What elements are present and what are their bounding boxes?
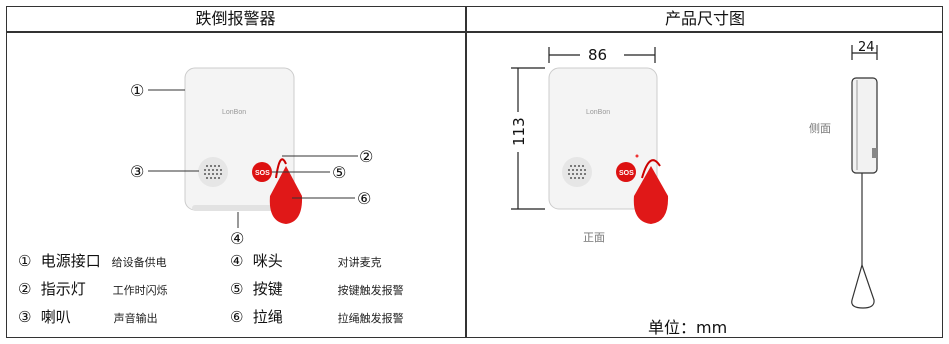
pull-cord-pendant-right bbox=[633, 166, 669, 224]
right-title: 产品尺寸图 bbox=[664, 9, 745, 28]
column-divider bbox=[465, 6, 467, 338]
legend-row-6: ⑥ 拉绳 拉绳触发报警 bbox=[230, 308, 404, 326]
brand-text-right: LonBon bbox=[586, 109, 610, 116]
svg-text:SOS: SOS bbox=[255, 170, 270, 177]
pull-cord-pendant-left bbox=[269, 166, 303, 224]
dim-height: 113 bbox=[510, 117, 528, 146]
outer-frame bbox=[6, 6, 943, 338]
dim-width: 86 bbox=[588, 46, 607, 64]
front-label: 正面 bbox=[583, 231, 605, 244]
sos-button-left bbox=[252, 162, 272, 182]
callout-1: ① bbox=[130, 81, 144, 100]
brand-text-left: LonBon bbox=[222, 109, 246, 116]
svg-text:SOS: SOS bbox=[619, 170, 634, 177]
device-front-left: LonBon SOS bbox=[184, 67, 303, 224]
side-pendant bbox=[851, 262, 875, 309]
dimension-lines bbox=[511, 45, 878, 210]
unit-label: 单位：mm bbox=[648, 318, 728, 337]
speaker-grille-right bbox=[562, 157, 592, 187]
device-front-right: LonBon SOS bbox=[548, 67, 669, 224]
left-title: 跌倒报警器 bbox=[195, 9, 276, 28]
legend-row-3: ③ 喇叭 声音输出 bbox=[18, 308, 158, 326]
legend-row-2: ② 指示灯 工作时闪烁 bbox=[18, 280, 168, 298]
legend-row-5: ⑤ 按键 按键触发报警 bbox=[230, 280, 404, 298]
header-divider bbox=[6, 31, 943, 33]
legend-row-1: ① 电源接口 给设备供电 bbox=[18, 252, 167, 270]
callout-6: ⑥ bbox=[357, 189, 371, 208]
callout-5: ⑤ bbox=[332, 163, 346, 182]
callout-3: ③ bbox=[130, 162, 144, 181]
dim-depth: 24 bbox=[858, 40, 875, 55]
side-label: 侧面 bbox=[809, 122, 831, 135]
device-side-view bbox=[851, 77, 878, 309]
sos-button-right bbox=[616, 162, 636, 182]
legend-row-4: ④ 咪头 对讲麦克 bbox=[230, 252, 382, 270]
callout-2: ② bbox=[359, 147, 373, 166]
speaker-grille-left bbox=[198, 157, 228, 187]
callout-4: ④ bbox=[230, 229, 244, 248]
